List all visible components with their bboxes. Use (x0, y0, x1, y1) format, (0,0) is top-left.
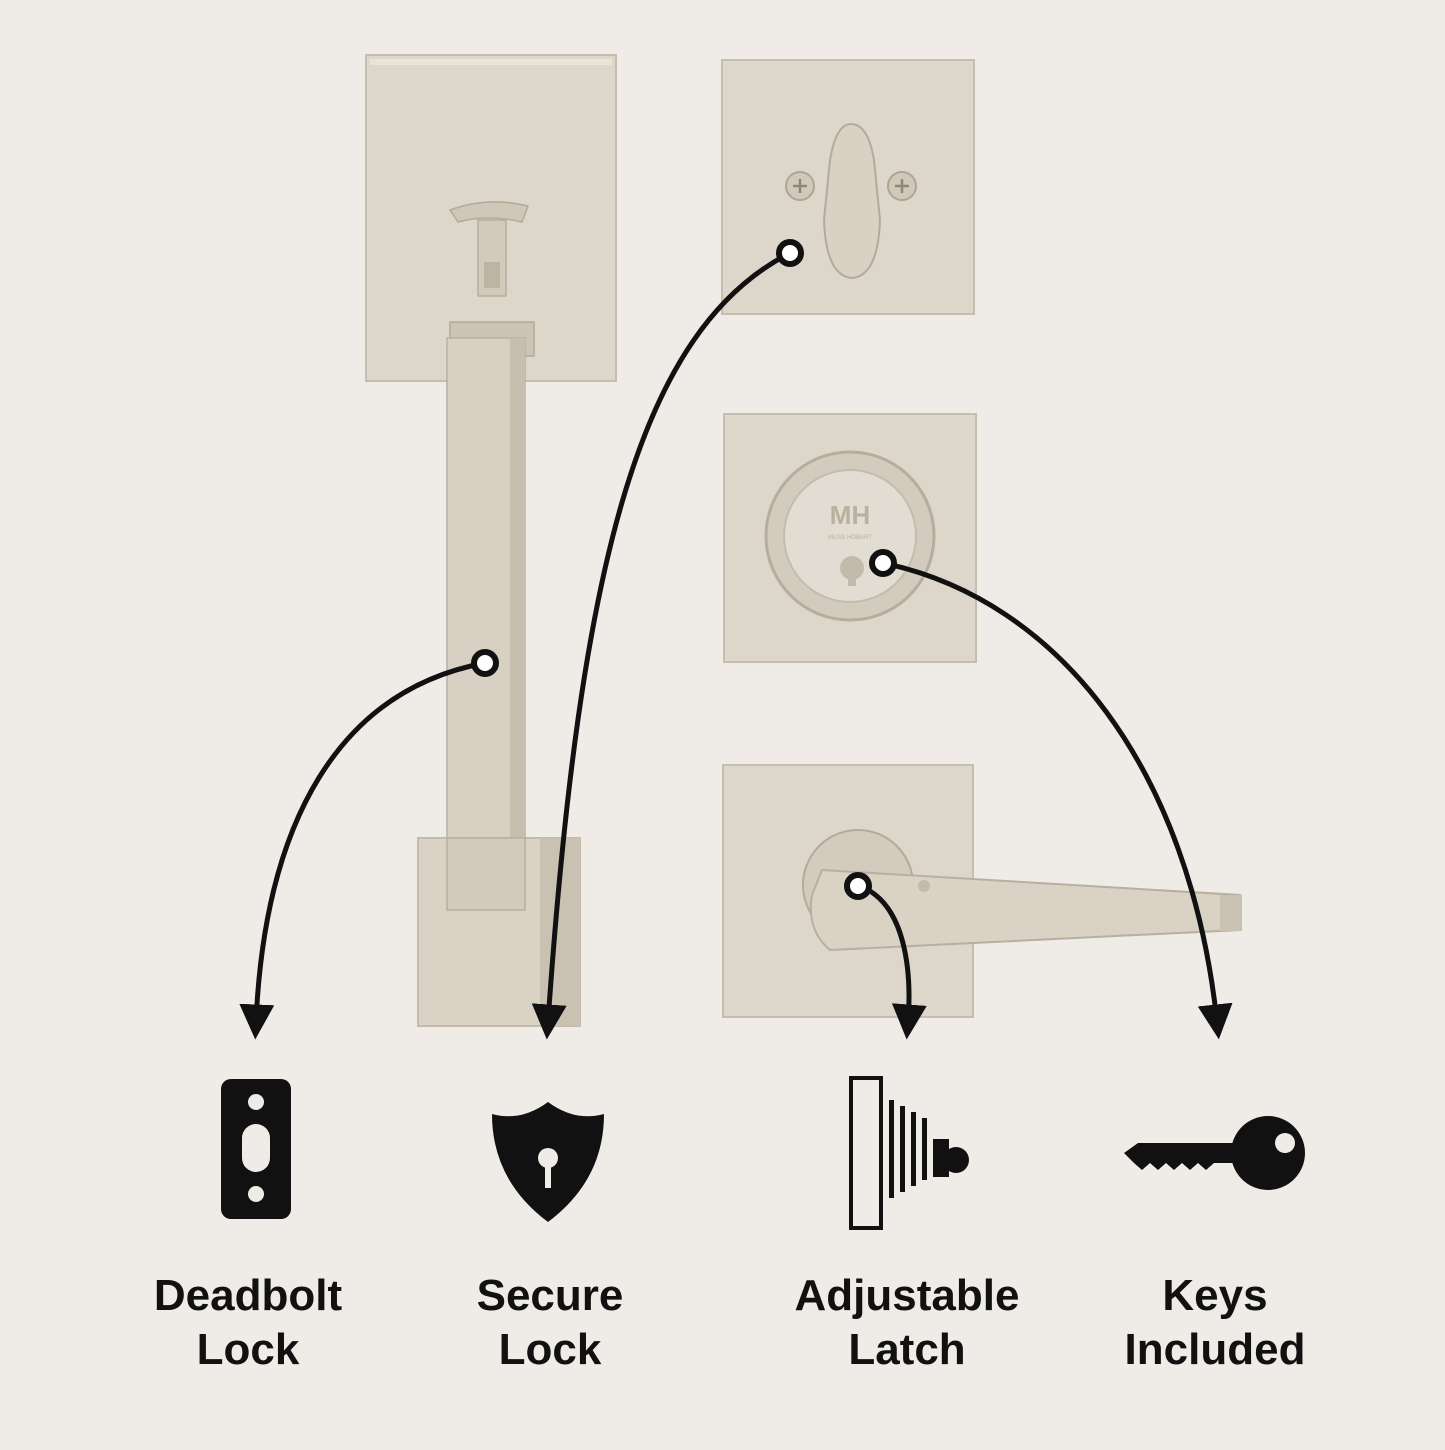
cylinder-monogram: MH (830, 500, 870, 530)
feature-label-line1: Deadbolt (153, 1271, 343, 1320)
feature-label-line2: Included (1124, 1325, 1306, 1374)
shield-keyhole-icon (492, 1102, 604, 1222)
feature-label-secure: Secure Lock (400, 1269, 700, 1377)
callout-lines (239, 250, 1233, 1040)
callout-keys (880, 560, 1233, 1040)
feature-label-line2: Lock (498, 1325, 602, 1374)
callout-dots (471, 239, 897, 900)
feature-label-line1: Secure (476, 1271, 624, 1320)
latch-icon (849, 1076, 969, 1230)
feature-label-latch: Adjustable Latch (757, 1269, 1057, 1377)
strike-plate-icon (221, 1079, 291, 1219)
callout-latch (859, 884, 927, 1040)
feature-label-line2: Lock (196, 1325, 300, 1374)
feature-label-line2: Latch (848, 1325, 966, 1374)
feature-label-line1: Adjustable (794, 1271, 1020, 1320)
thumb-turn-plate (721, 59, 975, 315)
lever-handle-plate (722, 764, 1242, 1018)
callout-secure (531, 250, 793, 1040)
key-icon (1124, 1116, 1305, 1190)
callout-deadbolt (239, 660, 488, 1040)
feature-label-line1: Keys (1162, 1271, 1268, 1320)
handleset-illustration (365, 54, 617, 1027)
feature-label-keys: Keys Included (1065, 1269, 1365, 1377)
feature-label-deadbolt: Deadbolt Lock (98, 1269, 398, 1377)
keyed-cylinder-plate: MH MUSE HOBART (723, 413, 977, 663)
cylinder-brand: MUSE HOBART (828, 535, 872, 541)
